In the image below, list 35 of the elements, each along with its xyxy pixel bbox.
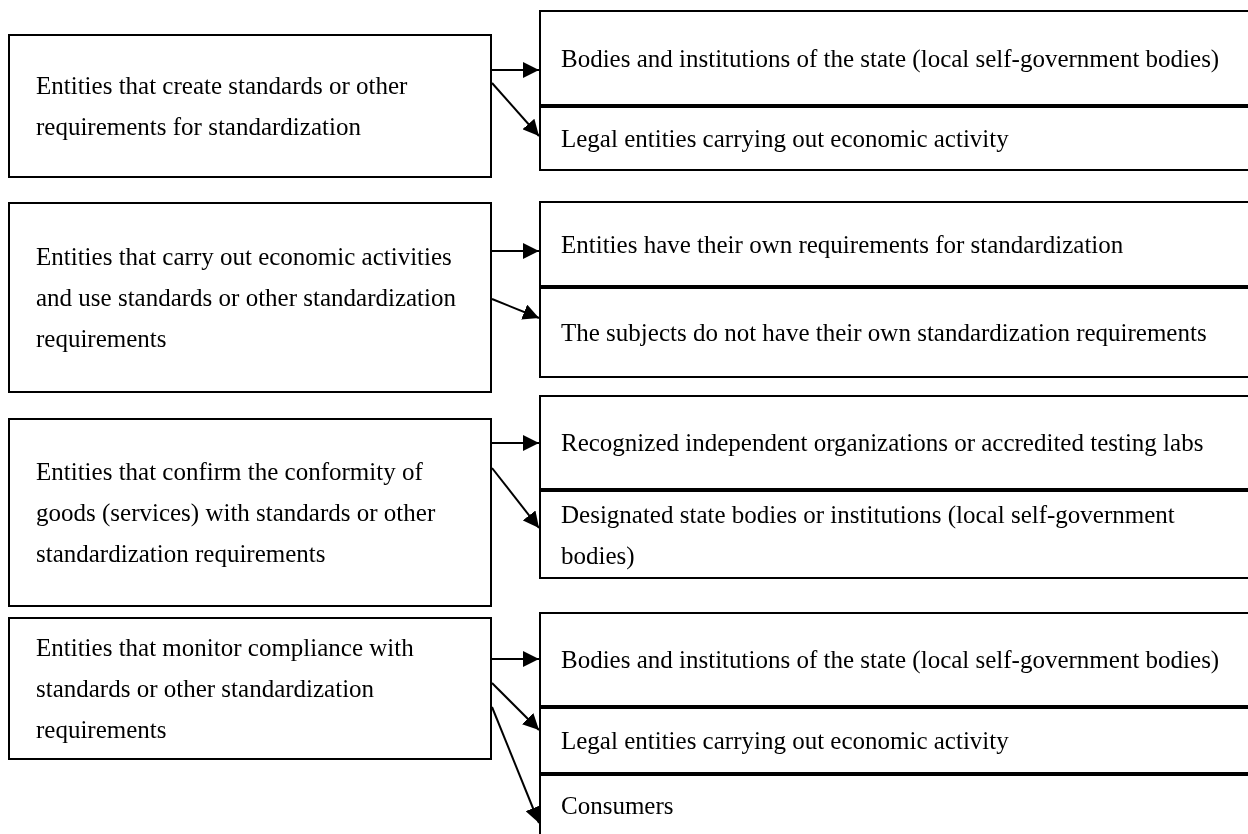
category-box [8, 418, 492, 607]
category-box [8, 34, 492, 178]
box-text: Entities that confirm the conformity of goods (services) with standards or other standardization requirements [36, 457, 437, 569]
arrow [491, 706, 541, 824]
box-text: Designated state bodies or institutions (local self-government bodies) [561, 499, 1176, 572]
category-box [8, 202, 492, 393]
box-text: Bodies and institutions of the state (local self-government bodies) [561, 645, 1220, 676]
arrow [491, 651, 540, 667]
arrow [491, 682, 540, 731]
box-text: Entities have their own requirements for standardization [561, 229, 1124, 260]
arrow [491, 435, 540, 451]
arrow [491, 62, 540, 78]
arrow [491, 298, 540, 320]
subject-box [539, 707, 1248, 774]
box-text: Consumers [561, 790, 674, 821]
box-text: Bodies and institutions of the state (local self-government bodies) [561, 43, 1220, 75]
box-text: Entities that create standards or other requirements for standardization [36, 71, 409, 142]
arrow [491, 467, 540, 529]
box-text: Entities that monitor compliance with standards or other standardization requirements [36, 633, 415, 745]
box-text: Entities that carry out economic activities and use standards or other standardization requirements [36, 242, 457, 354]
box-text: Legal entities carrying out economic activity [561, 726, 1009, 756]
subject-box [539, 490, 1248, 579]
arrow [491, 243, 540, 259]
subject-box [539, 287, 1248, 378]
subject-box [539, 395, 1248, 490]
box-text: The subjects do not have their own standardization requirements [561, 318, 1207, 348]
subject-box [539, 10, 1248, 106]
subject-box [539, 106, 1248, 171]
subject-box [539, 612, 1248, 707]
box-text: Legal entities carrying out economic activity [561, 124, 1009, 154]
subject-box [539, 201, 1248, 287]
category-box [8, 617, 492, 760]
subject-box [539, 774, 1248, 834]
arrow [491, 82, 540, 137]
box-text: Recognized independent organizations or accredited testing labs [561, 428, 1204, 458]
